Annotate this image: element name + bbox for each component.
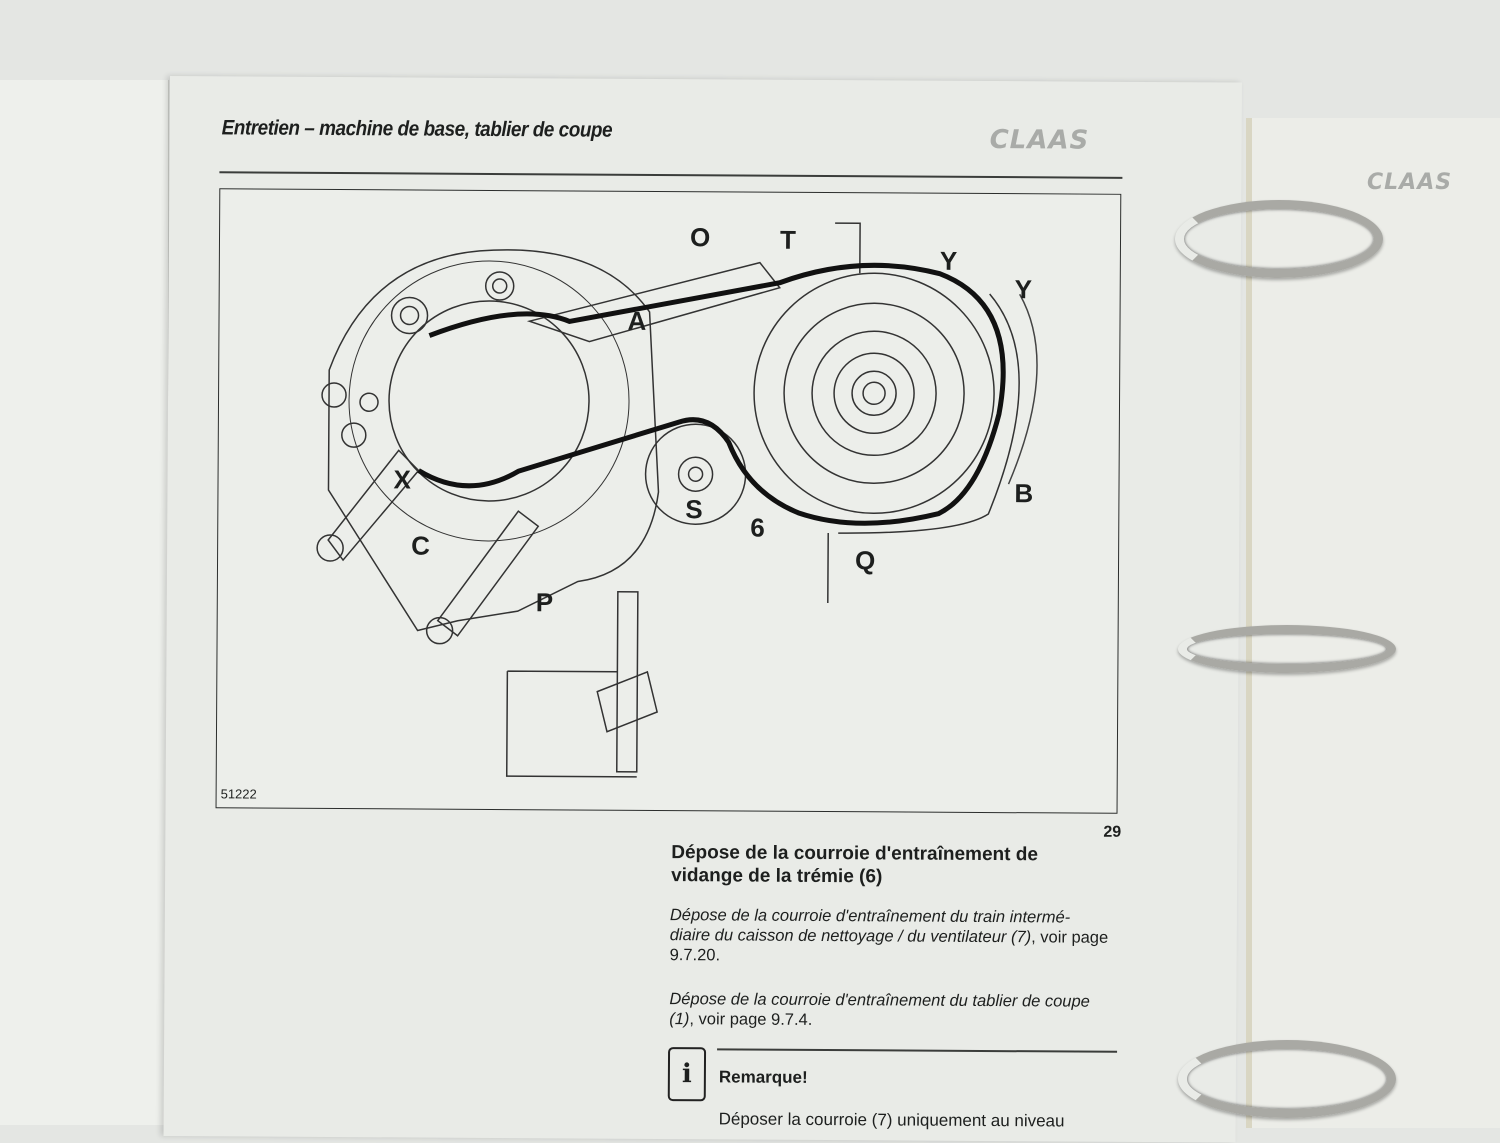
- label-B: B: [1014, 478, 1034, 509]
- label-C: C: [411, 530, 431, 561]
- paragraph-1-italic: Dépose de la courroie d'entraînement du …: [669, 906, 1071, 947]
- section-heading: Dépose de la courroie d'entraînement de …: [671, 842, 1038, 888]
- binder-ring-top: [1175, 200, 1383, 278]
- note-title: Remarque!: [718, 1067, 808, 1087]
- figure-page-number: 29: [1103, 823, 1122, 841]
- belt-diagram: O T Y Y A X C S 6 B Q P 51222: [215, 188, 1122, 814]
- page-header-title: Entretien – machine de base, tablier de …: [221, 116, 613, 142]
- binder-ring-middle: [1178, 625, 1396, 673]
- label-X: X: [393, 464, 411, 495]
- claas-logo: CLAAS: [989, 125, 1090, 156]
- label-Y-right: Y: [1014, 274, 1033, 305]
- label-6: 6: [750, 512, 765, 543]
- left-page: [0, 80, 169, 1125]
- manual-page: Entretien – machine de base, tablier de …: [163, 76, 1242, 1143]
- note-divider: [717, 1048, 1118, 1053]
- header-divider: [219, 171, 1123, 179]
- right-page-logo: CLAAS: [1367, 170, 1453, 195]
- binder-ring-bottom: [1178, 1040, 1396, 1118]
- note-text: Déposer la courroie (7) uniquement au ni…: [718, 1109, 1065, 1131]
- paragraph-2-reference[interactable]: , voir page 9.7.4.: [689, 1010, 813, 1029]
- label-Y-upper: Y: [939, 245, 958, 276]
- paragraph-2: Dépose de la courroie d'entraînement du …: [669, 989, 1109, 1032]
- label-A: A: [627, 305, 647, 336]
- right-page: CLAAS: [1246, 118, 1500, 1128]
- figure-number: 51222: [220, 786, 257, 802]
- label-S: S: [685, 494, 703, 525]
- label-T: T: [779, 224, 796, 255]
- label-O: O: [689, 222, 711, 253]
- label-P: P: [535, 587, 554, 618]
- diagram-drawing: [316, 222, 1038, 778]
- label-Q: Q: [854, 545, 876, 576]
- paragraph-1: Dépose de la courroie d'entraînement du …: [670, 905, 1110, 968]
- info-icon: i: [667, 1047, 707, 1102]
